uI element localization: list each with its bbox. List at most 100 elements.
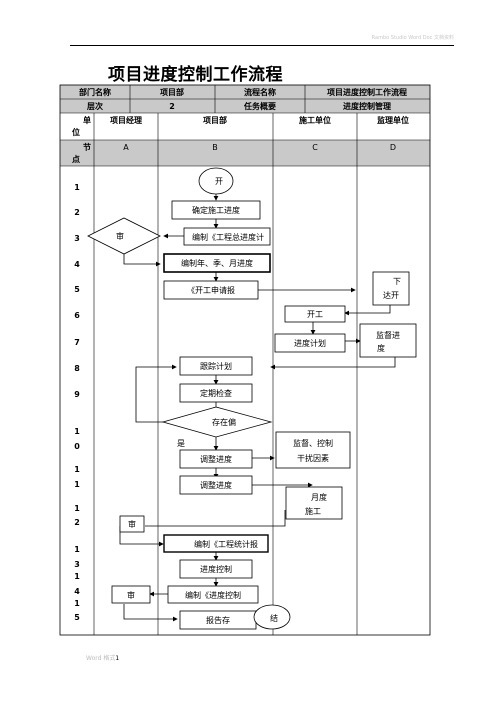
compile-ymq-box	[163, 253, 271, 273]
supervise-box	[359, 323, 417, 358]
check-box	[179, 383, 253, 403]
sup-control-label-1: 监督、控制	[293, 438, 333, 448]
prog-control-box	[179, 559, 253, 579]
adjust-box-2	[179, 475, 253, 495]
report-label: 报告存	[206, 615, 230, 625]
prog-control-label: 进度控制	[200, 564, 232, 574]
lane-letter-b: B	[212, 143, 218, 152]
approve-box-2	[119, 515, 145, 533]
start-label: 开	[215, 177, 223, 186]
lane-letter-c: C	[312, 143, 318, 152]
start-node	[198, 167, 234, 195]
lane-letter-d: D	[390, 143, 396, 152]
monthly-label-1: 月度	[311, 492, 327, 502]
unit-label-1: 单	[83, 115, 91, 125]
lane-name-b: 项目部	[203, 115, 227, 125]
compile-stats-label: 编制《工程统计报	[194, 539, 258, 549]
row-number-line: 1	[74, 504, 80, 513]
issue-start-label-1: 下	[393, 277, 401, 286]
level-value: 2	[169, 102, 175, 111]
page-title: 项目进度控制工作流程	[108, 65, 283, 85]
row-number: 2	[74, 208, 80, 217]
row-number-line: 1	[74, 545, 80, 554]
dept-value: 项目部	[160, 87, 184, 97]
footer: Word 格式1	[86, 653, 119, 662]
check-label: 定期检查	[200, 388, 232, 398]
node-label-1: 节	[83, 142, 91, 152]
row-number-line: 1	[74, 465, 80, 474]
header-rule	[70, 45, 454, 46]
work-start-box	[284, 305, 346, 323]
header-note: Rambo Studio Word Doc 文档资料	[371, 35, 454, 41]
sup-control-label-2: 干扰因素	[297, 453, 329, 463]
compile-stats-box	[163, 534, 269, 553]
start-app-box	[163, 280, 259, 300]
supervise-label-1: 监督进	[376, 330, 400, 340]
row-number-line: 1	[74, 599, 80, 608]
work-start-label: 开工	[307, 310, 323, 319]
row-number: 5	[74, 285, 80, 294]
row-number-line: 1	[74, 427, 80, 436]
unit-label-2: 位	[72, 127, 80, 137]
row-number-line: 4	[74, 587, 80, 596]
approve-diamond-1	[87, 217, 161, 255]
compile-prog-box	[167, 585, 259, 604]
lane-letter-a: A	[123, 143, 129, 152]
adjust-label-2: 调整进度	[200, 480, 232, 490]
row-number-line: 1	[74, 572, 80, 581]
lane-name-c: 施工单位	[299, 115, 331, 125]
page-number: 1	[115, 655, 120, 662]
compile-total-box	[183, 227, 271, 246]
prog-plan-label: 进度计划	[294, 338, 326, 348]
summary-value: 进度控制管理	[343, 101, 391, 111]
row-number-line: 5	[74, 613, 80, 622]
sup-control-box	[275, 431, 351, 469]
flow-label: 流程名称	[244, 87, 276, 97]
yes-label: 是	[177, 439, 185, 448]
dept-label: 部门名称	[79, 87, 111, 97]
node-label-2: 点	[72, 154, 80, 164]
row-number-line: 0	[74, 442, 80, 451]
track-box	[179, 356, 253, 376]
approve-label-3: 审	[127, 590, 135, 600]
confirm-label: 确定施工进度	[192, 205, 240, 215]
row-number: 1	[74, 183, 80, 192]
end-label: 结	[270, 613, 278, 623]
compile-ymq-label: 编制年、季、月进度	[181, 258, 253, 268]
track-label: 跟踪计划	[200, 361, 232, 371]
row-number: 4	[74, 260, 80, 269]
summary-label: 任务概要	[243, 101, 276, 111]
start-app-label: 《开工申请报	[187, 285, 235, 295]
deviation-label: 存在偏	[212, 417, 236, 427]
adjust-box-1	[179, 449, 253, 469]
approve-box-3	[111, 585, 151, 604]
flow-value: 项目进度控制工作流程	[327, 87, 407, 97]
adjust-label-1: 调整进度	[200, 454, 232, 464]
table-border	[59, 84, 431, 636]
row-number-line: 1	[74, 480, 80, 489]
row-number: 3	[74, 234, 80, 243]
prog-plan-box	[274, 333, 346, 353]
monthly-box	[285, 486, 343, 520]
level-label: 层次	[86, 101, 103, 111]
approve-label-1: 审	[116, 231, 124, 241]
monthly-label-2: 施工	[305, 506, 321, 516]
row-number: 7	[74, 338, 80, 347]
row-number: 9	[74, 390, 80, 399]
issue-start-label-2: 达开	[383, 290, 399, 300]
issue-start-box	[372, 271, 410, 306]
row-number: 8	[74, 364, 80, 373]
end-node	[253, 604, 291, 630]
deviation-diamond	[161, 406, 273, 438]
row-number-line: 3	[74, 560, 80, 569]
row-number-line: 2	[74, 518, 80, 527]
confirm-box	[171, 200, 261, 220]
compile-prog-label: 编制《进度控制	[185, 590, 241, 600]
